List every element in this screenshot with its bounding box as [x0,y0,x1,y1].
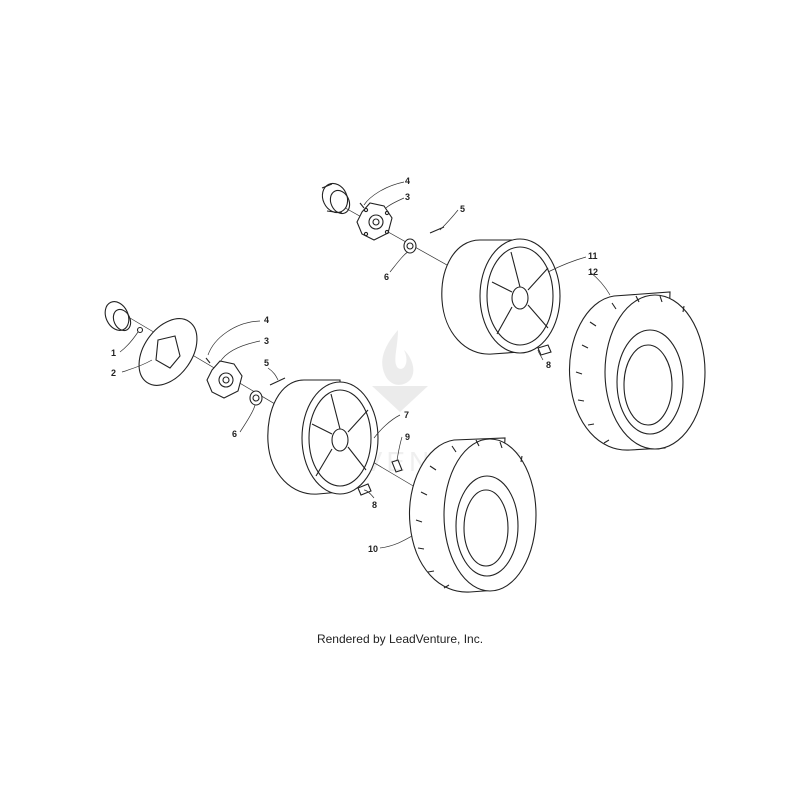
callout-4-upper: 4 [405,176,410,186]
callout-5: 5 [264,358,269,368]
callout-6: 6 [232,429,237,439]
leader-lines [119,181,611,549]
callouts: 1 2 3 4 5 6 7 8 9 10 3 4 5 6 8 11 12 [111,176,598,554]
callout-4: 4 [264,315,269,325]
callout-8: 8 [372,500,377,510]
render-credit: Rendered by LeadVenture, Inc. [316,632,484,646]
callout-3: 3 [264,336,269,346]
bearing-lower [104,301,132,332]
callout-1: 1 [111,348,116,358]
callout-7: 7 [404,410,409,420]
hub-lower [206,360,243,399]
callout-12: 12 [588,267,598,277]
callout-8-upper: 8 [546,360,551,370]
callout-3-upper: 3 [405,192,410,202]
callout-11: 11 [588,251,598,261]
tire-upper [568,291,706,451]
callout-6-upper: 6 [384,272,389,282]
callout-9: 9 [405,432,410,442]
tire-lower [408,437,537,593]
callout-10: 10 [368,544,378,554]
brake-disc [138,318,198,386]
wheel-rim-lower [267,379,379,495]
bearing-upper [321,182,351,215]
callout-5-upper: 5 [460,204,465,214]
lower-assembly [104,301,537,593]
hub-upper [356,202,393,241]
wheel-rim-upper [441,238,561,355]
watermark-chevron [372,386,428,412]
flame-logo-icon [382,330,414,385]
upper-assembly [321,182,706,451]
callout-2: 2 [111,368,116,378]
